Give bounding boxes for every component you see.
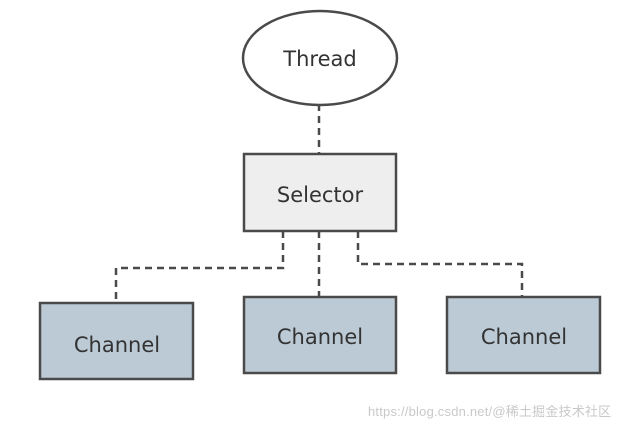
channel-left-shape [38,301,195,381]
connector-selector-channel-right [356,231,524,296]
thread-node: Thread [241,9,399,107]
selector-shape [242,152,398,233]
channel-middle-label: Channel [277,325,363,349]
thread-label: Thread [282,47,356,71]
selector-label: Selector [277,183,364,207]
channel-node-middle: Channel [242,295,398,375]
channel-middle-shape [242,295,398,375]
channel-right-label: Channel [481,325,567,349]
connectors [114,104,524,302]
watermark-text: https://blog.csdn.net/@稀土掘金技术社区 [368,404,612,419]
channel-node-right: Channel [445,295,602,375]
selector-node: Selector [242,152,398,233]
thread-shape [241,9,399,107]
channel-right-shape [445,295,602,375]
channel-left-label: Channel [74,333,160,357]
channel-node-left: Channel [38,301,195,381]
connector-selector-channel-left [114,231,285,302]
